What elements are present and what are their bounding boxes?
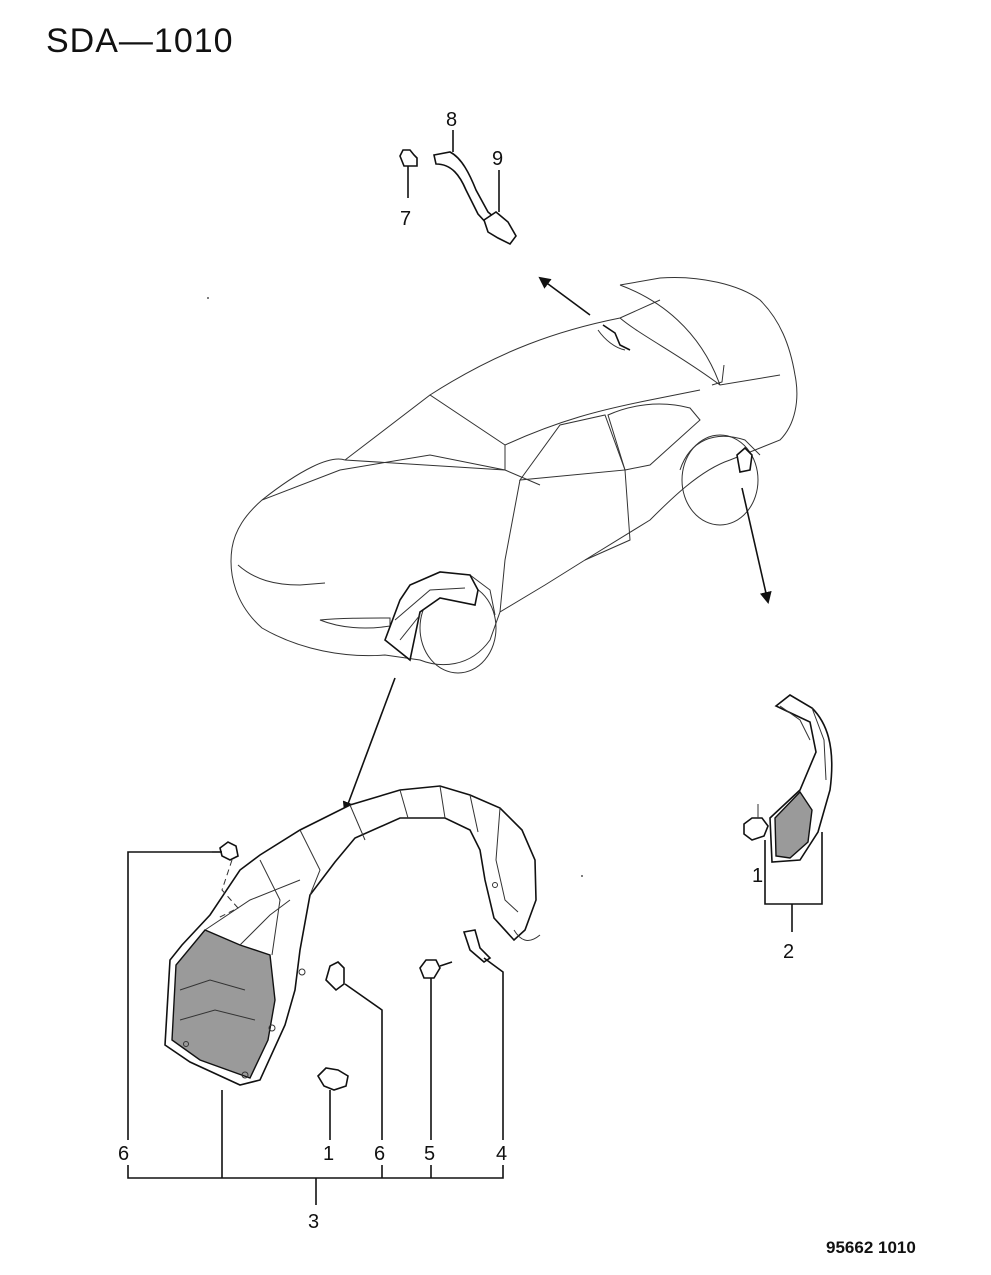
callout-3: 3 xyxy=(308,1211,319,1233)
callout-6-mid: 6 xyxy=(374,1143,385,1165)
callout-2: 2 xyxy=(783,941,794,963)
hose-location xyxy=(602,324,631,351)
callout-4: 4 xyxy=(496,1143,507,1165)
diagram-title: SDA—1010 xyxy=(46,22,234,60)
arrow-to-hose xyxy=(538,276,591,316)
bracket-rear xyxy=(764,832,823,905)
callout-5: 5 xyxy=(424,1143,435,1165)
car-body xyxy=(230,276,798,674)
part-7-clip xyxy=(399,149,418,198)
callout-1-front: 1 xyxy=(323,1143,334,1165)
part-3-front-liner xyxy=(164,785,541,1086)
part-5-screw xyxy=(419,959,453,979)
part-8-hose xyxy=(433,130,497,228)
front-fender-location xyxy=(384,571,479,662)
callout-6-left: 6 xyxy=(118,1143,129,1165)
callout-8: 8 xyxy=(446,109,457,131)
callout-9: 9 xyxy=(492,148,503,170)
part-4-nut xyxy=(462,929,492,964)
part-2-rear-liner xyxy=(769,694,833,863)
part-1-rear-clip xyxy=(743,804,769,841)
part-9-connector xyxy=(483,170,517,246)
arrow-to-rear-fender xyxy=(741,487,772,604)
callout-7: 7 xyxy=(400,208,411,230)
leader-6-left xyxy=(127,851,212,1140)
callout-1-rear: 1 xyxy=(752,865,763,887)
leader-4 xyxy=(483,957,504,1140)
arrow-to-front-fender xyxy=(342,677,396,814)
part-1-clip-lower xyxy=(316,1067,349,1091)
diagram-code: 95662 1010 xyxy=(826,1238,916,1257)
leader-6-mid xyxy=(344,983,383,1140)
bracket-front xyxy=(127,1165,504,1179)
part-6-clip-mid xyxy=(325,961,345,992)
part-6-screw-upper xyxy=(212,841,239,919)
rear-fender-location xyxy=(736,446,753,473)
